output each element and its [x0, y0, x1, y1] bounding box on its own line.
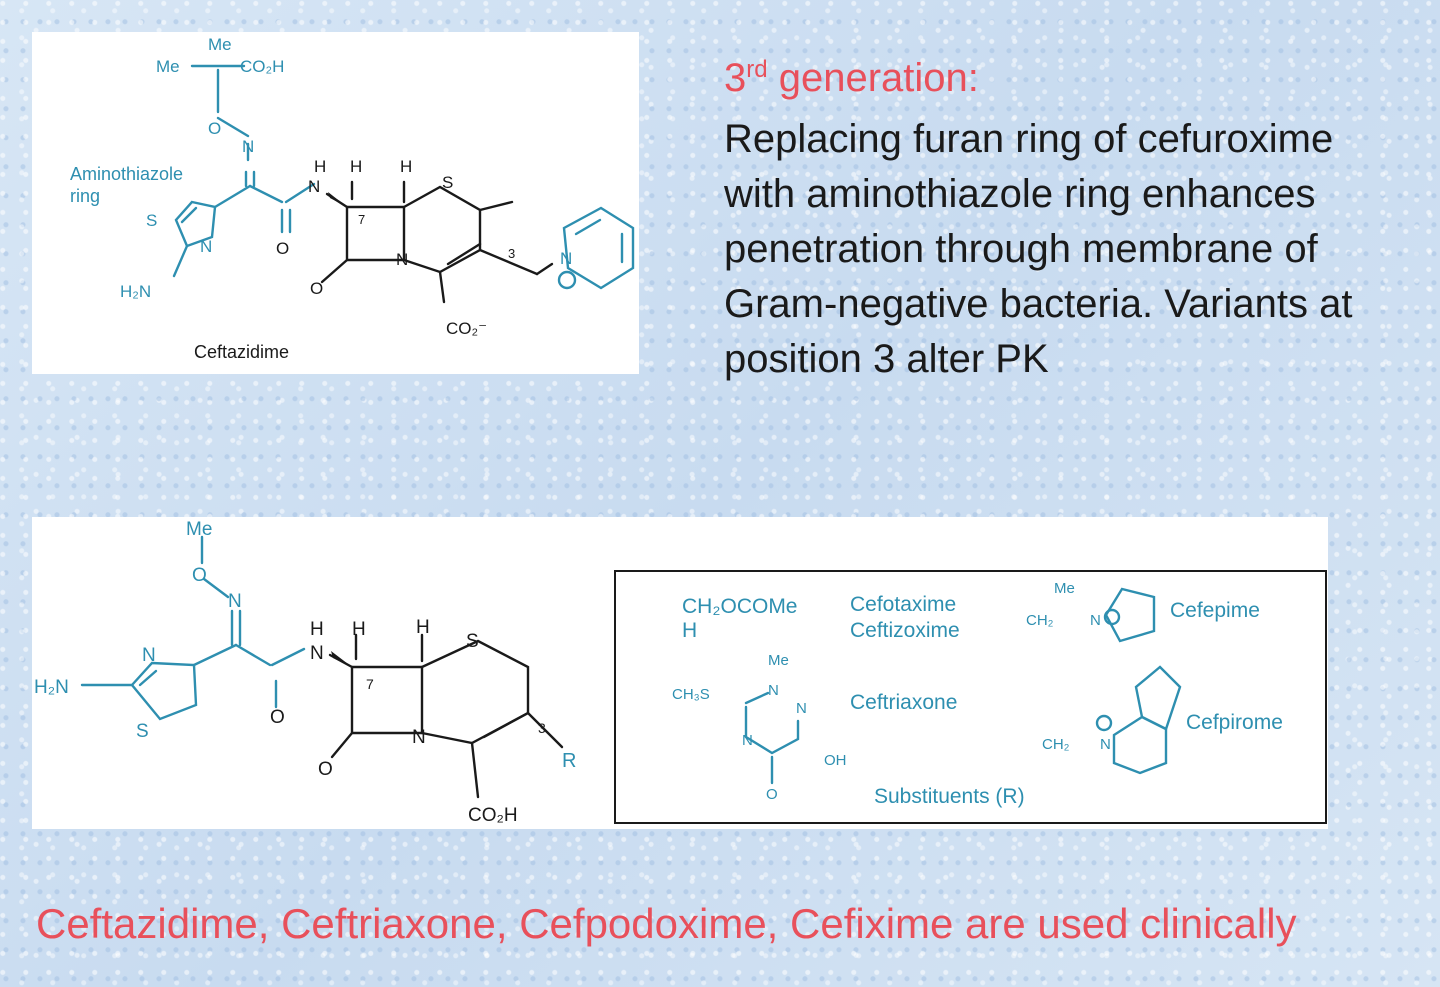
svg-text:CH₂: CH₂	[1026, 612, 1054, 629]
drug-cefepime: Cefepime	[1170, 599, 1260, 622]
svg-text:H: H	[314, 157, 326, 176]
heading-superscript: rd	[746, 56, 768, 83]
svg-text:N: N	[1100, 736, 1111, 753]
svg-text:N: N	[412, 727, 426, 748]
svg-text:O: O	[192, 565, 207, 586]
svg-text:H: H	[350, 157, 362, 176]
svg-text:O: O	[276, 239, 289, 258]
svg-text:H: H	[310, 619, 324, 640]
svg-text:N: N	[310, 643, 324, 664]
svg-text:Me: Me	[1054, 580, 1075, 597]
body-line-2: with aminothiazole ring enhances	[724, 172, 1316, 216]
svg-text:O: O	[310, 279, 323, 298]
ceftazidime-caption: Ceftazidime	[194, 342, 289, 362]
svg-text:CH₃S: CH₃S	[672, 686, 710, 703]
svg-text:N: N	[308, 177, 320, 196]
heading-number: 3	[724, 56, 747, 100]
general-structure-panel: Me O N H₂N N S O N H H H 7 S N O 3 R CO₂…	[32, 517, 1328, 829]
svg-text:CO₂H: CO₂H	[468, 805, 518, 826]
svg-text:N: N	[242, 137, 254, 156]
svg-text:N: N	[396, 250, 408, 269]
ceftazidime-structure-panel: Me Me CO₂H O N S N H₂N Aminothiazole rin…	[32, 32, 639, 374]
svg-text:OH: OH	[824, 752, 847, 769]
svg-text:Me: Me	[208, 35, 232, 54]
svg-text:3: 3	[508, 246, 515, 261]
svg-text:N: N	[228, 591, 242, 612]
drug-ceftizoxime: Ceftizoxime	[850, 619, 960, 642]
svg-text:N: N	[142, 645, 156, 666]
drug-cefpirome: Cefpirome	[1186, 711, 1283, 734]
svg-text:CH₂: CH₂	[1042, 736, 1070, 753]
svg-text:N: N	[796, 700, 807, 717]
svg-text:O: O	[208, 119, 221, 138]
svg-text:7: 7	[358, 212, 365, 227]
slide-heading: 3rd generation:	[724, 56, 979, 101]
svg-text:O: O	[318, 759, 333, 780]
svg-text:N: N	[560, 249, 572, 268]
svg-text:CO₂H: CO₂H	[240, 57, 284, 76]
body-line-4: Gram-negative bacteria. Variants at	[724, 282, 1353, 326]
aminothiazole-annotation-line1: Aminothiazole	[70, 164, 183, 184]
svg-text:N: N	[768, 682, 779, 699]
heading-text: generation:	[767, 56, 979, 100]
drug-cefotaxime: Cefotaxime	[850, 593, 956, 616]
svg-text:O: O	[270, 707, 285, 728]
body-line-5: position 3 alter PK	[724, 337, 1049, 381]
svg-text:3: 3	[538, 720, 546, 736]
svg-text:N: N	[742, 732, 753, 749]
ceftazidime-structure: Me Me CO₂H O N S N H₂N Aminothiazole rin…	[70, 35, 635, 362]
svg-text:S: S	[442, 173, 453, 192]
svg-text:H₂N: H₂N	[120, 282, 151, 301]
svg-text:H: H	[352, 619, 366, 640]
svg-text:Me: Me	[768, 652, 789, 669]
r-group-label: R	[562, 750, 576, 772]
svg-text:7: 7	[366, 676, 374, 692]
svg-text:H: H	[400, 157, 412, 176]
substituents-box	[614, 570, 1327, 824]
svg-text:N: N	[200, 237, 212, 256]
body-line-1: Replacing furan ring of cefuroxime	[724, 117, 1334, 161]
svg-text:H: H	[416, 617, 430, 638]
aminothiazole-annotation-line2: ring	[70, 186, 100, 206]
substituent-group-cefotaxime: CH₂OCOMe	[682, 595, 798, 618]
body-text: Replacing furan ring of cefuroxime with …	[724, 112, 1440, 387]
svg-text:S: S	[466, 631, 479, 652]
substituent-group-ceftizoxime: H	[682, 619, 697, 642]
svg-text:S: S	[136, 721, 149, 742]
svg-text:O: O	[766, 786, 778, 803]
svg-text:CO₂⁻: CO₂⁻	[446, 319, 487, 338]
body-line-3: penetration through membrane of	[724, 227, 1318, 271]
svg-text:N: N	[1090, 612, 1101, 629]
svg-text:S: S	[146, 211, 157, 230]
substituents-caption: Substituents (R)	[874, 785, 1025, 808]
pyridinium-structure: CH₂ N	[1042, 665, 1182, 775]
drug-ceftriaxone: Ceftriaxone	[850, 691, 957, 714]
pyrrolidinium-structure: Me CH₂ N	[1026, 580, 1156, 643]
triazinone-structure: CH₃S Me N N N OH O	[672, 652, 847, 803]
svg-text:Me: Me	[186, 519, 212, 540]
footer-note: Ceftazidime, Ceftriaxone, Cefpodoxime, C…	[36, 900, 1297, 947]
svg-text:H₂N: H₂N	[34, 677, 69, 698]
svg-text:Me: Me	[156, 57, 180, 76]
general-structure: Me O N H₂N N S O N H H H 7 S N O 3 R CO₂…	[34, 519, 1327, 826]
